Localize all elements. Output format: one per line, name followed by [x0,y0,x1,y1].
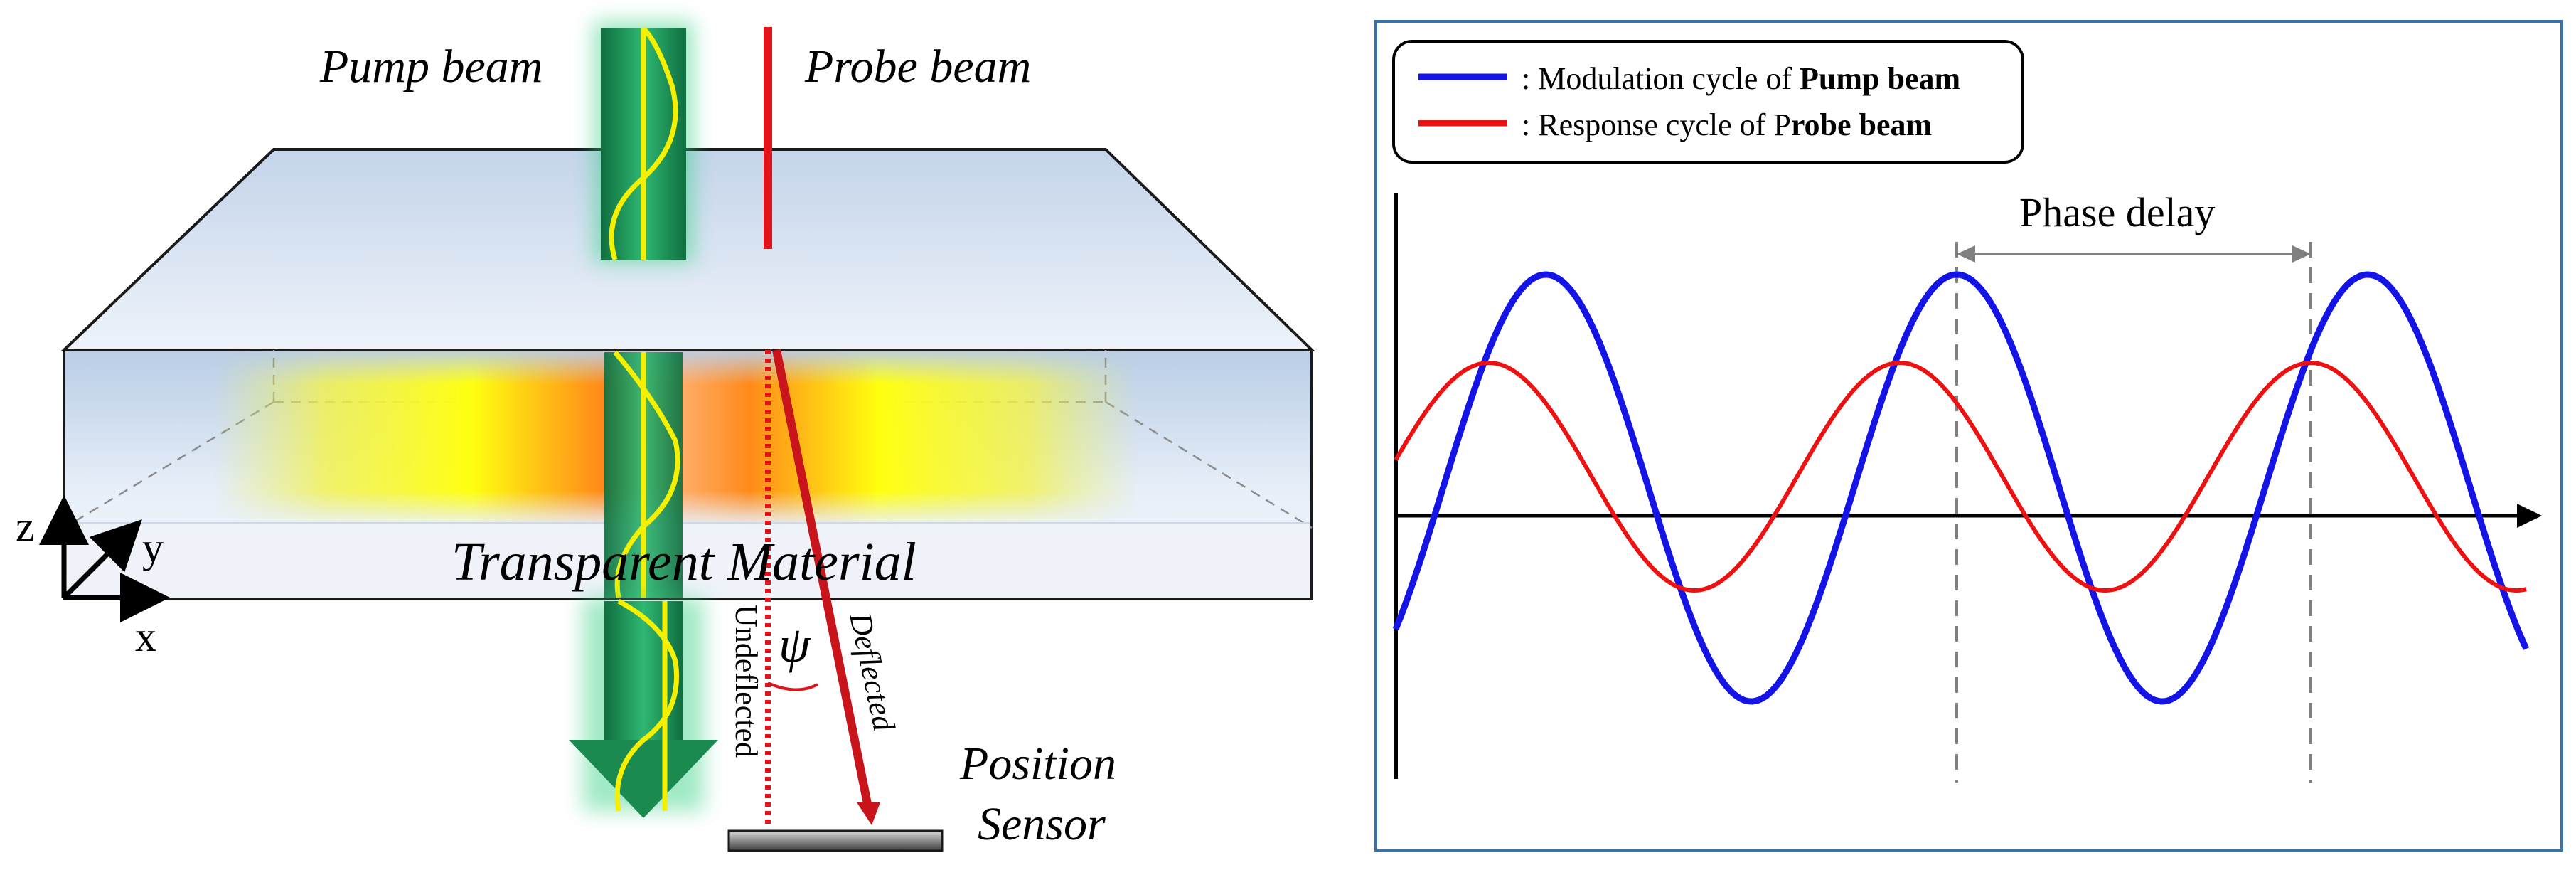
legend-box [1392,40,2024,164]
sensor-label-line1: Position [959,738,1116,790]
probe-beam-label: Probe beam [804,41,1031,92]
psi-angle-arc [767,682,818,691]
deflected-path [772,349,880,825]
undeflected-label: Undeflected [729,605,764,758]
axis-z-label: z [16,503,35,550]
pump-beam-bottom [569,598,718,818]
legend-item-pump: : Modulation cycle of Pump beam [1522,61,1960,96]
x-axis-arrowhead [2517,504,2542,528]
legend-item-probe: : Response cycle of Probe beam [1522,107,1932,142]
phase-delay-bracket [1957,245,2311,262]
phase-delay-label: Phase delay [2019,189,2215,235]
left-diagram: Pump beam Probe beam Transparent Materia… [16,21,1315,852]
axis-x-label: x [135,613,156,660]
pump-beam-middle [604,350,683,598]
pump-beam-top [594,21,693,263]
slab-lower-strip [65,523,1310,598]
probe-response-curve [1394,360,2527,593]
axis-y-label: y [142,524,164,571]
pump-beam-label: Pump beam [319,41,543,92]
psi-symbol: ψ [779,616,811,673]
pump-modulation-curve [1392,271,2530,705]
right-phase-plot: : Modulation cycle of Pump beam : Respon… [1374,20,2563,852]
material-label: Transparent Material [451,532,916,592]
position-sensor [727,829,944,852]
sensor-label-line2: Sensor [978,798,1106,850]
axis-triad [39,495,170,622]
